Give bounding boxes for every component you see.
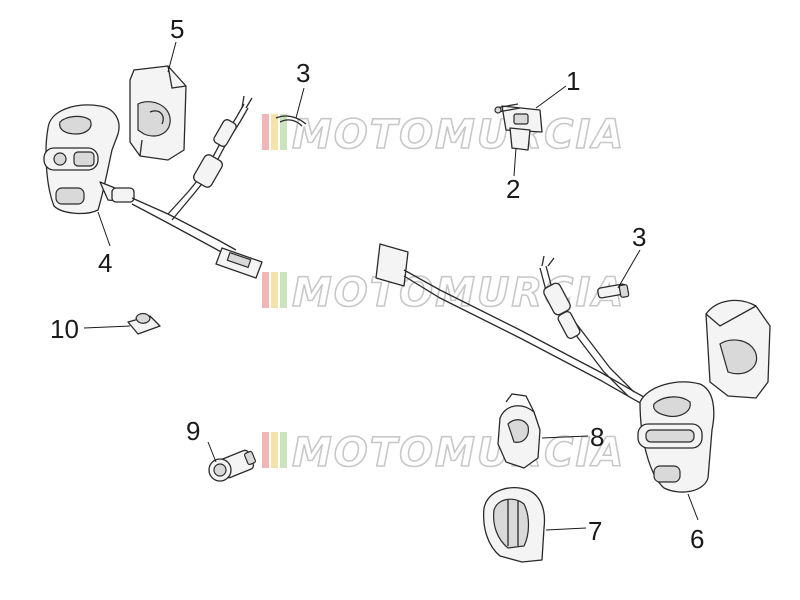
callout-1: 1	[566, 66, 580, 96]
leader-lines	[83, 41, 699, 531]
part-1-2-micro-switch	[494, 103, 543, 151]
callout-4: 4	[98, 248, 112, 278]
part-3-bulb-socket	[597, 283, 630, 299]
watermark-middle: MOTOMURCIA	[262, 269, 625, 317]
callout-3-upper: 3	[296, 58, 310, 88]
part-6-wiring-harness	[375, 243, 657, 413]
part-7-cover-cap	[482, 487, 546, 563]
part-4-wiring-harness	[131, 95, 263, 279]
callout-2: 2	[506, 174, 520, 204]
part-6-right-handlebar-switch	[637, 381, 715, 493]
part-3-upper-wire-terminal	[275, 115, 307, 127]
callout-5: 5	[170, 14, 184, 44]
callout-3-right: 3	[632, 222, 646, 252]
watermark-top: MOTOMURCIA	[262, 111, 625, 159]
part-8-switch-body	[497, 393, 541, 469]
part-5-left-switch-cover	[129, 65, 187, 161]
callout-9: 9	[186, 416, 200, 446]
callout-8: 8	[590, 422, 604, 452]
watermark-text: MOTOMURCIA	[292, 112, 625, 158]
part-10-clip-nut	[127, 312, 161, 335]
part-9-socket	[208, 449, 256, 482]
part-6-right-switch-cover	[705, 299, 771, 399]
callout-7: 7	[588, 516, 602, 546]
callout-10: 10	[50, 314, 79, 344]
watermark-text: MOTOMURCIA	[292, 270, 625, 316]
part-4-left-handlebar-switch	[43, 104, 135, 215]
callout-6: 6	[690, 524, 704, 554]
